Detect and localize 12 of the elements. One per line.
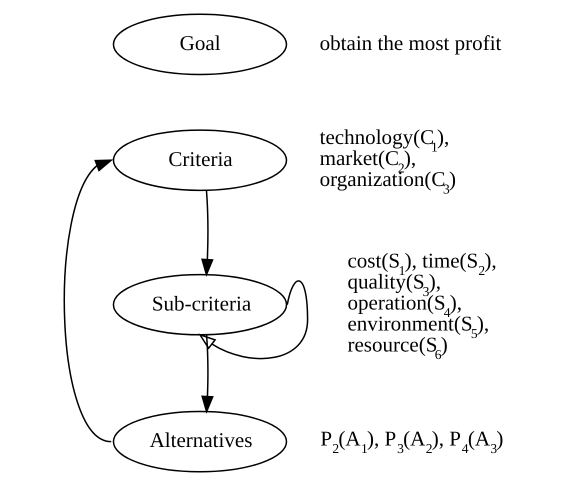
node-ellipse: Goal: [112, 14, 288, 76]
node-label: P$_{2}$(A$_{1}$), P$_{3}$(A$_{2}$), P$_{4}$(A$_{3}$): [320, 426, 504, 456]
node-ellipse: Sub-criteria: [112, 274, 288, 336]
node-label: cost(S$_{1}$), time(S$_{2}$), quality(S$_{3}$), operation(S$_{4}$), environment(S$_{5}$), resource(S$_{6}$): [347, 248, 497, 362]
arrow: [201, 335, 214, 414]
node-ellipse: Criteria: [112, 129, 288, 192]
node-label: obtain the most profit: [320, 30, 502, 55]
node-label: technology(C$_{1}$), market(C$_{2}$), organization(C$_{3}$): [320, 124, 456, 197]
arrow: [201, 190, 214, 277]
node-ellipse: Alternatives: [112, 410, 288, 472]
arrow: [64, 159, 114, 442]
arrow: [198, 280, 308, 360]
